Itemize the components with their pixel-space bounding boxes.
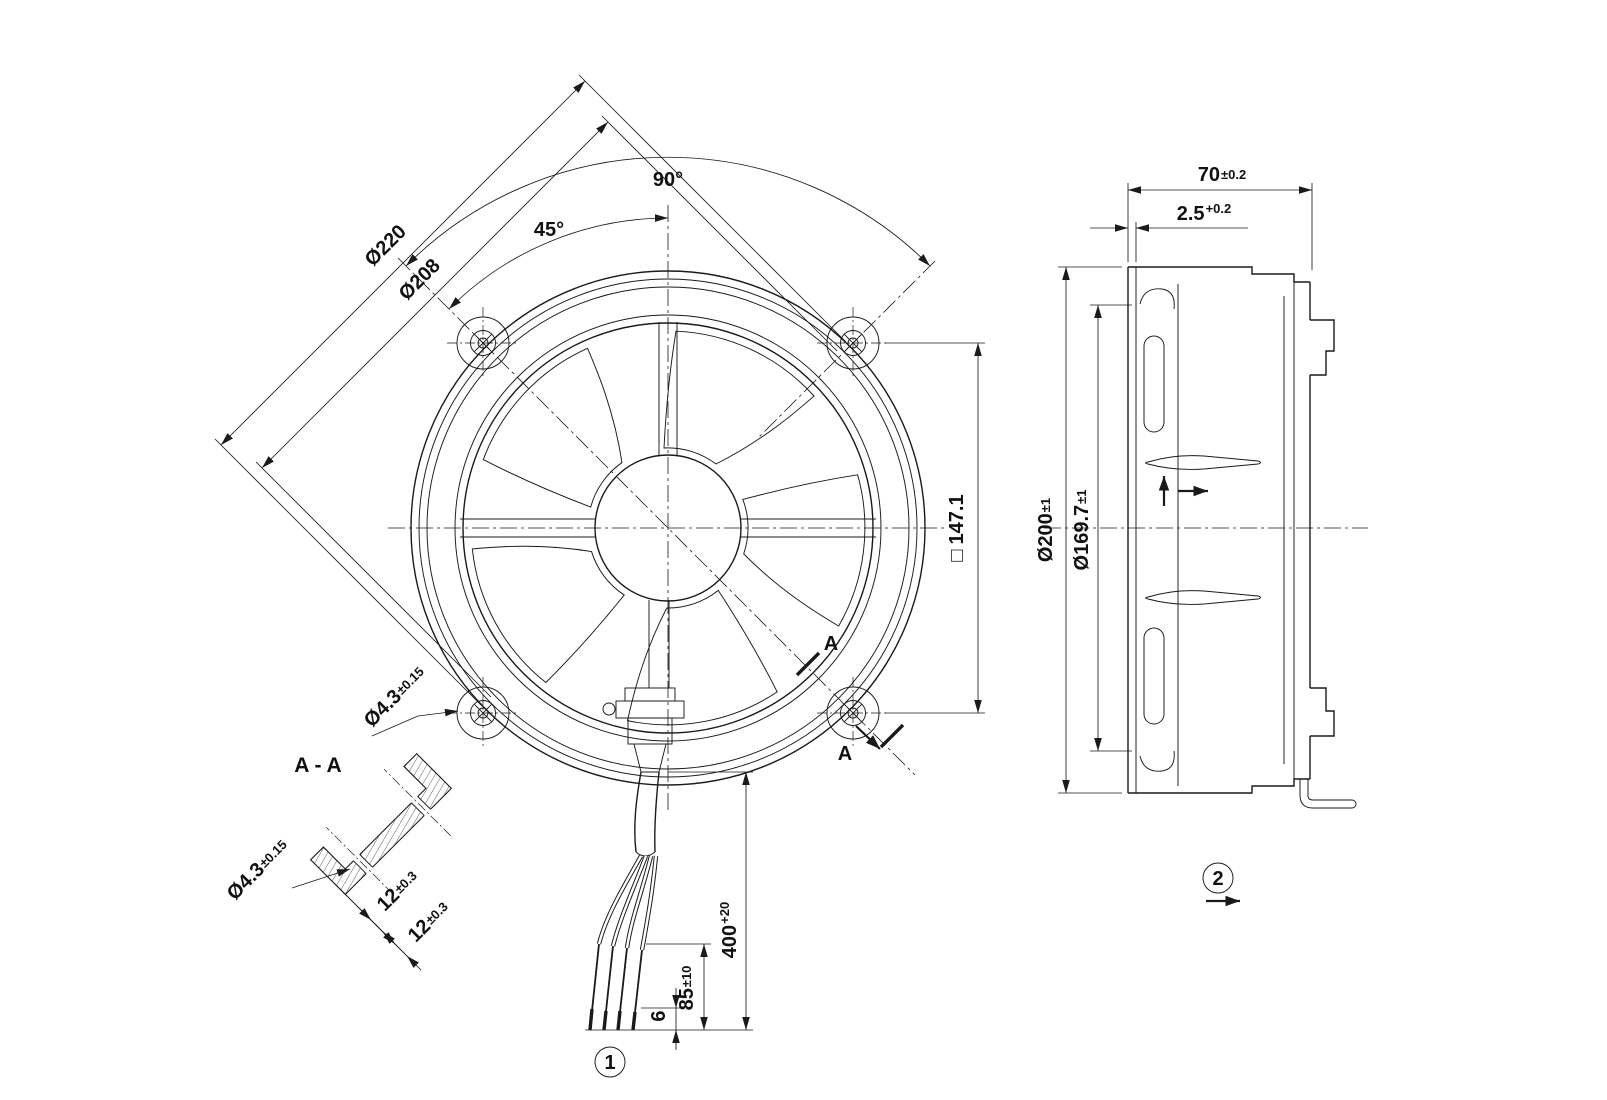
mounting-ear: [817, 307, 889, 379]
mounting-ear: [447, 677, 519, 749]
direction-arrows: [1158, 476, 1208, 506]
hole-dimension-leader: Ø4.3±0.15: [360, 662, 459, 737]
dim-housing-diameter: Ø200±1: [1035, 498, 1057, 562]
dim-mounting-square: □147.1: [946, 494, 968, 561]
dim-cable-length: 400+20: [717, 902, 741, 958]
lead-wires: [588, 854, 659, 1031]
dim-tip-length: 6: [648, 1010, 670, 1021]
side-outline: [1127, 266, 1357, 809]
side-dimensions: 70±0.2 2.5+0.2 Ø200±1 Ø169.7±1: [1035, 164, 1313, 794]
section-detail: A - A Ø4.3±0.15 12±0.3 12±0.3: [223, 752, 454, 971]
balloon-1: 1: [594, 1046, 626, 1078]
angle-dimensions: 45° 90°: [405, 156, 931, 310]
dim-section-hole: Ø4.3±0.15: [223, 835, 293, 905]
dim-angle-90: 90°: [653, 169, 683, 191]
balloon-2: 2: [1202, 862, 1240, 907]
cable-clamp: [602, 687, 685, 773]
front-view: Ø220 Ø208 45° 90° □147.1 Ø4.3±0.15: [214, 74, 985, 812]
dim-flange-width-2: 12±0.3: [404, 897, 454, 947]
dim-depth: 70±0.2: [1198, 164, 1246, 186]
dim-stripped-length: 85±10: [676, 966, 698, 1011]
motor-struts: [460, 322, 876, 688]
side-view: 70±0.2 2.5+0.2 Ø200±1 Ø169.7±1 2: [1035, 164, 1368, 907]
dim-flange-width-1: 12±0.3: [373, 866, 423, 916]
dim-flange-thickness: 2.5+0.2: [1177, 201, 1231, 225]
balloon-1-label: 1: [604, 1052, 615, 1074]
balloon-2-label: 2: [1212, 868, 1223, 890]
fan-housing-circles: [410, 270, 926, 786]
section-mark-a-top: A: [824, 633, 838, 655]
dim-mounting-hole: Ø4.3±0.15: [360, 662, 430, 732]
section-mark-a-bottom: A: [838, 743, 852, 765]
section-title: A - A: [294, 754, 341, 777]
cable-dimensions: 400+20 85±10 6: [585, 771, 753, 1050]
dim-angle-45: 45°: [534, 219, 564, 241]
section-cut-marks: A A: [795, 633, 905, 765]
square-pitch-dimension: □147.1: [885, 342, 985, 714]
cable-detail: 400+20 85±10 6 1: [585, 771, 753, 1078]
mounting-ear: [817, 677, 889, 749]
dim-inlet-diameter: Ø169.7±1: [1071, 490, 1093, 571]
